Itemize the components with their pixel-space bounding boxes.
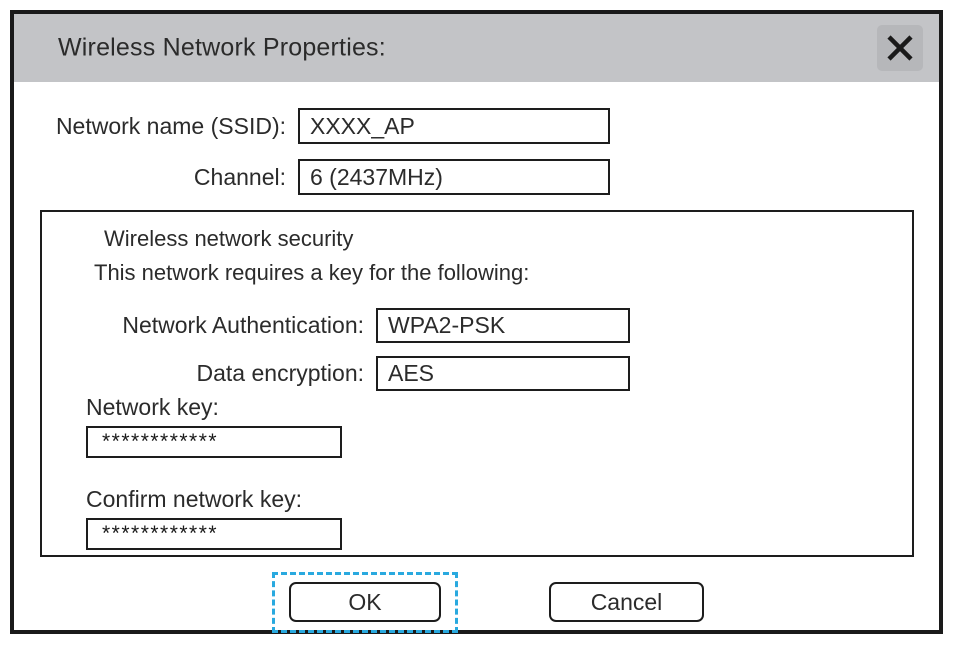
network-authentication-row: Network Authentication: WPA2-PSK xyxy=(42,308,796,343)
ok-button[interactable]: OK xyxy=(289,582,441,622)
confirm-network-key-label: Confirm network key: xyxy=(86,486,303,512)
wireless-network-properties-dialog: Wireless Network Properties: Network nam… xyxy=(10,10,943,634)
cancel-button[interactable]: Cancel xyxy=(549,582,704,622)
channel-input[interactable]: 6 (2437MHz) xyxy=(298,159,610,195)
network-key-label: Network key: xyxy=(86,394,219,420)
ssid-row: Network name (SSID): XXXX_AP xyxy=(14,108,686,144)
security-group-subheading: This network requires a key for the foll… xyxy=(94,260,530,285)
confirm-network-key-input[interactable]: ************ xyxy=(86,518,342,550)
confirm-network-key-masked-value: ************ xyxy=(102,522,219,545)
data-encryption-input[interactable]: AES xyxy=(376,356,630,391)
close-icon xyxy=(877,25,923,71)
network-authentication-input[interactable]: WPA2-PSK xyxy=(376,308,630,343)
dialog-title: Wireless Network Properties: xyxy=(58,33,386,62)
security-group-heading: Wireless network security xyxy=(104,226,354,251)
network-key-input[interactable]: ************ xyxy=(86,426,342,458)
data-encryption-label: Data encryption: xyxy=(196,360,364,386)
network-authentication-label: Network Authentication: xyxy=(122,312,364,338)
ssid-label: Network name (SSID): xyxy=(55,112,286,139)
dialog-titlebar: Wireless Network Properties: xyxy=(14,14,939,82)
network-key-masked-value: ************ xyxy=(102,430,219,453)
channel-row: Channel: 6 (2437MHz) xyxy=(14,159,686,195)
close-button[interactable] xyxy=(877,25,923,71)
ssid-input[interactable]: XXXX_AP xyxy=(298,108,610,144)
channel-label: Channel: xyxy=(193,163,286,190)
wireless-network-security-group: Wireless network security This network r… xyxy=(40,210,914,557)
data-encryption-row: Data encryption: AES xyxy=(42,356,796,391)
